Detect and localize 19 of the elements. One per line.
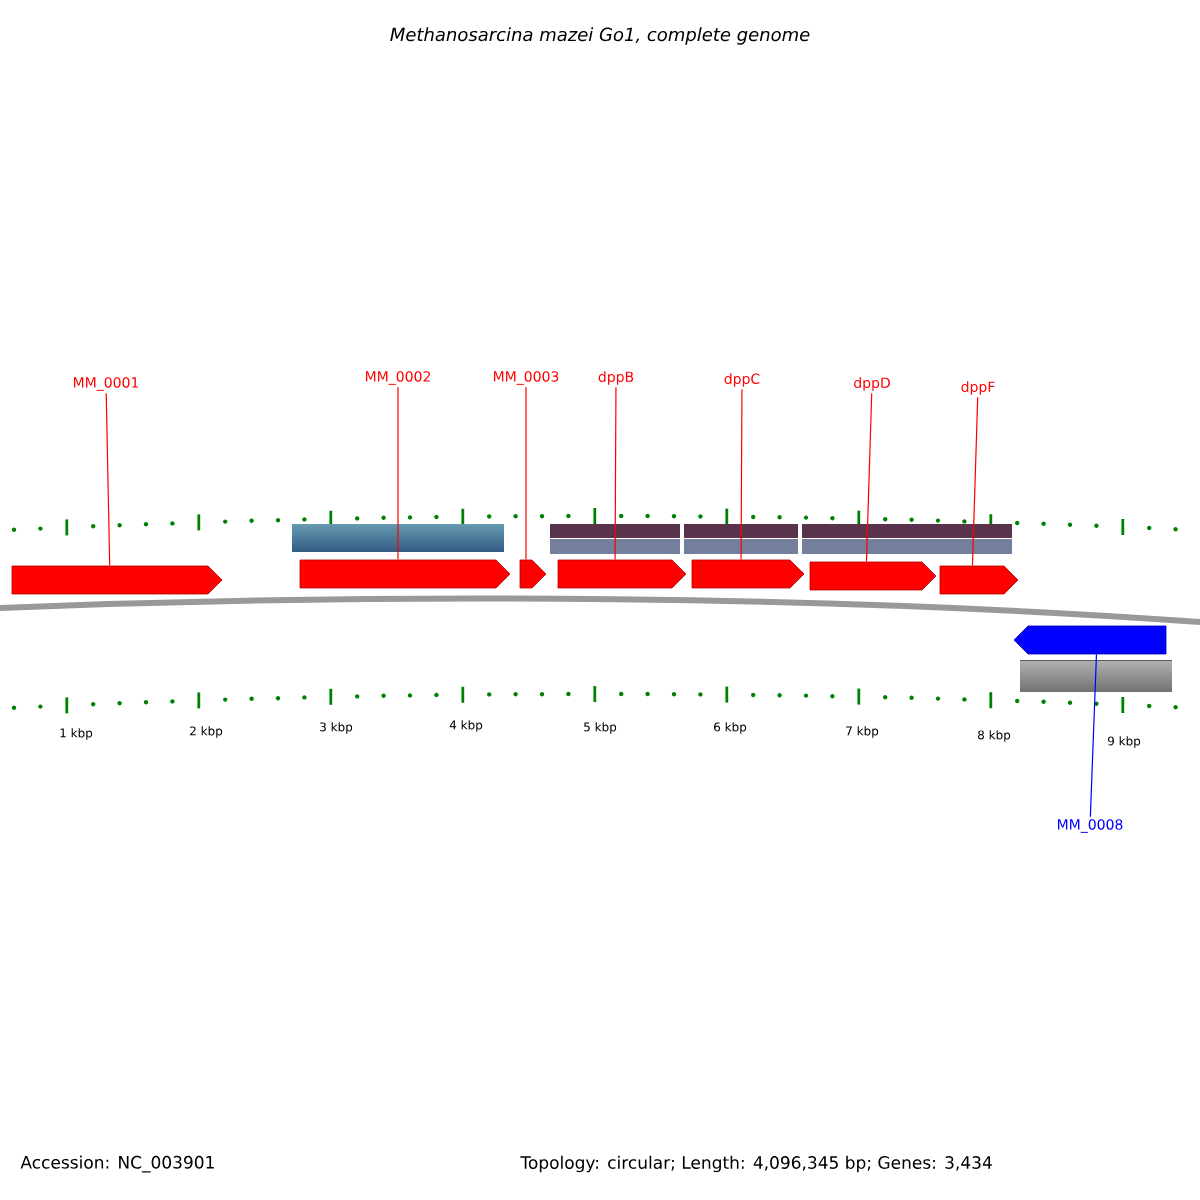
leader-line bbox=[397, 386, 399, 561]
leader-line bbox=[105, 392, 111, 567]
gene-feature bbox=[557, 559, 687, 589]
gene-feature bbox=[809, 561, 937, 591]
gene-feature bbox=[299, 559, 511, 589]
leader-line bbox=[525, 386, 527, 561]
gene-feature bbox=[1013, 625, 1167, 655]
title: Methanosarcina mazei Go1, complete genome bbox=[390, 27, 810, 45]
gene-feature bbox=[939, 565, 1019, 595]
footer-text: Accession: NC_003901 bbox=[20, 1155, 214, 1173]
gene-feature bbox=[11, 565, 223, 595]
gene-feature bbox=[519, 559, 547, 589]
leader-line bbox=[865, 392, 873, 563]
footer-text: Topology: circular; Length: 4,096,345 bp; Genes: 3,434 bbox=[520, 1155, 992, 1173]
leader-line bbox=[971, 396, 979, 567]
leader-line bbox=[740, 388, 743, 561]
leader-line bbox=[614, 386, 617, 561]
leader-line bbox=[1089, 653, 1098, 818]
gene-feature bbox=[691, 559, 805, 589]
